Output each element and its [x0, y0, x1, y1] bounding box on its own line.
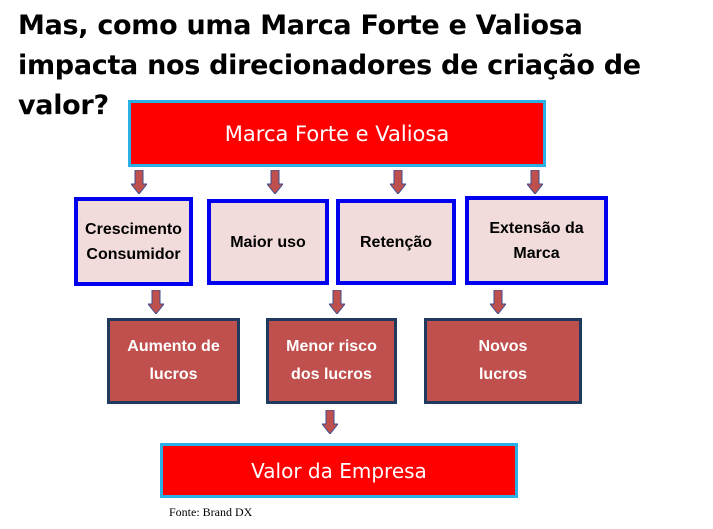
- driver-maior-uso: Maior uso: [207, 199, 329, 285]
- arrow-down-icon: [322, 410, 338, 434]
- driver-retencao: Retenção: [336, 199, 456, 285]
- arrow-down-icon: [148, 290, 164, 314]
- arrow-down-icon: [131, 170, 147, 194]
- outcome-aumento-lucros: Aumento de lucros: [107, 318, 240, 404]
- source-note: Fonte: Brand DX: [169, 505, 253, 519]
- arrow-down-icon: [390, 170, 406, 194]
- slide-title: Mas, como uma Marca Forte e Valiosa impa…: [18, 10, 641, 121]
- outcome-menor-risco: Menor risco dos lucros: [266, 318, 397, 404]
- outcome-novos-lucros: Novos lucros: [424, 318, 582, 404]
- driver-crescimento: Crescimento Consumidor: [74, 197, 193, 286]
- company-value-box: Valor da Empresa: [160, 443, 518, 498]
- brand-box: Marca Forte e Valiosa: [128, 100, 546, 167]
- arrow-down-icon: [490, 290, 506, 314]
- driver-extensao: Extensão da Marca: [465, 196, 608, 285]
- arrow-down-icon: [527, 170, 543, 194]
- arrow-down-icon: [267, 170, 283, 194]
- arrow-down-icon: [329, 290, 345, 314]
